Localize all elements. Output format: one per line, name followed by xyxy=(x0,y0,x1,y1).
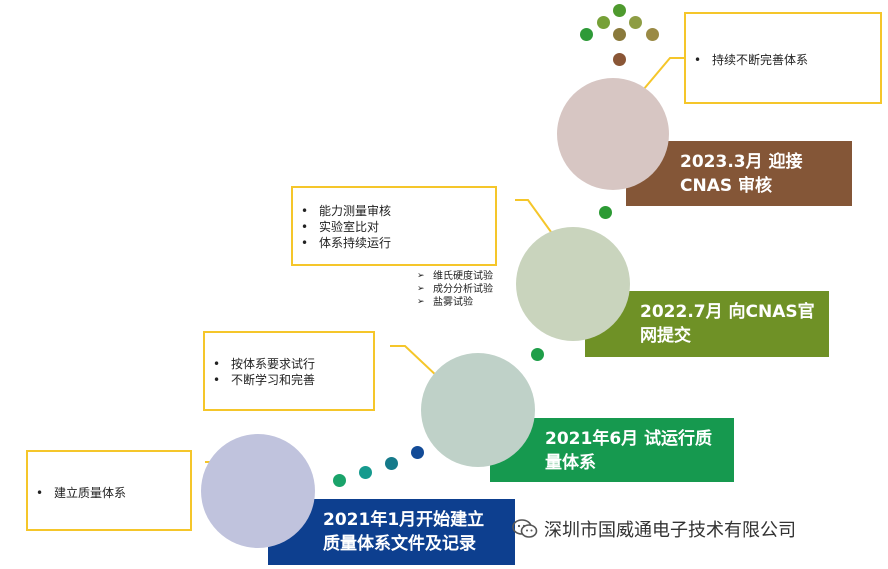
note-box-2: •按体系要求试行 •不断学习和完善 xyxy=(203,331,375,411)
decor-dot xyxy=(385,457,398,470)
stage-2-line1: 2021年6月 试运行质 xyxy=(545,429,713,449)
stage-3-line2: 网提交 xyxy=(640,326,691,346)
stage-2-line2: 量体系 xyxy=(545,453,596,473)
note-4-item: •持续不断完善体系 xyxy=(694,53,809,67)
decor-dot xyxy=(613,28,626,41)
decor-dot xyxy=(333,474,346,487)
stage-3-line1: 2022.7月 向CNAS官 xyxy=(640,302,815,322)
decor-dot xyxy=(613,4,626,17)
decor-dot xyxy=(580,28,593,41)
wechat-icon xyxy=(512,519,538,538)
note-2-item: •按体系要求试行 xyxy=(213,357,316,371)
note-3-item: •体系持续运行 xyxy=(301,236,392,250)
watermark: 深圳市国威通电子技术有限公司 xyxy=(512,516,796,542)
note-3-item: •实验室比对 xyxy=(301,220,380,234)
test-list: ➢维氏硬度试验 ➢成分分析试验 ➢盐雾试验 xyxy=(417,270,493,309)
note-box-3: •能力测量审核 •实验室比对 •体系持续运行 xyxy=(291,186,497,266)
stage-circle-1 xyxy=(201,434,315,548)
decor-dot xyxy=(531,348,544,361)
decor-dot xyxy=(613,53,626,66)
watermark-text: 深圳市国威通电子技术有限公司 xyxy=(544,520,796,541)
decor-dot xyxy=(597,16,610,29)
test-item: ➢成分分析试验 xyxy=(417,284,493,295)
test-item: ➢盐雾试验 xyxy=(417,297,473,308)
note-1-item: •建立质量体系 xyxy=(36,486,127,500)
note-box-1: •建立质量体系 xyxy=(26,450,192,531)
test-item: ➢维氏硬度试验 xyxy=(417,271,493,282)
stage-circle-4 xyxy=(557,78,669,190)
note-2-item: •不断学习和完善 xyxy=(213,373,316,387)
decor-dot xyxy=(599,206,612,219)
stage-circle-3 xyxy=(516,227,630,341)
decor-dot xyxy=(646,28,659,41)
stage-1-line2: 质量体系文件及记录 xyxy=(323,534,476,554)
decor-dot xyxy=(629,16,642,29)
note-3-item: •能力测量审核 xyxy=(301,204,392,218)
stage-circle-2 xyxy=(421,353,535,467)
stage-1-line1: 2021年1月开始建立 xyxy=(323,510,485,530)
stage-4-line2: CNAS 审核 xyxy=(680,176,773,196)
note-box-4: •持续不断完善体系 xyxy=(684,12,882,104)
stage-4-line1: 2023.3月 迎接 xyxy=(680,152,803,172)
decor-dot xyxy=(359,466,372,479)
stage-label-3: 2022.7月 向CNAS官 网提交 xyxy=(585,291,829,357)
decor-dot xyxy=(411,446,424,459)
